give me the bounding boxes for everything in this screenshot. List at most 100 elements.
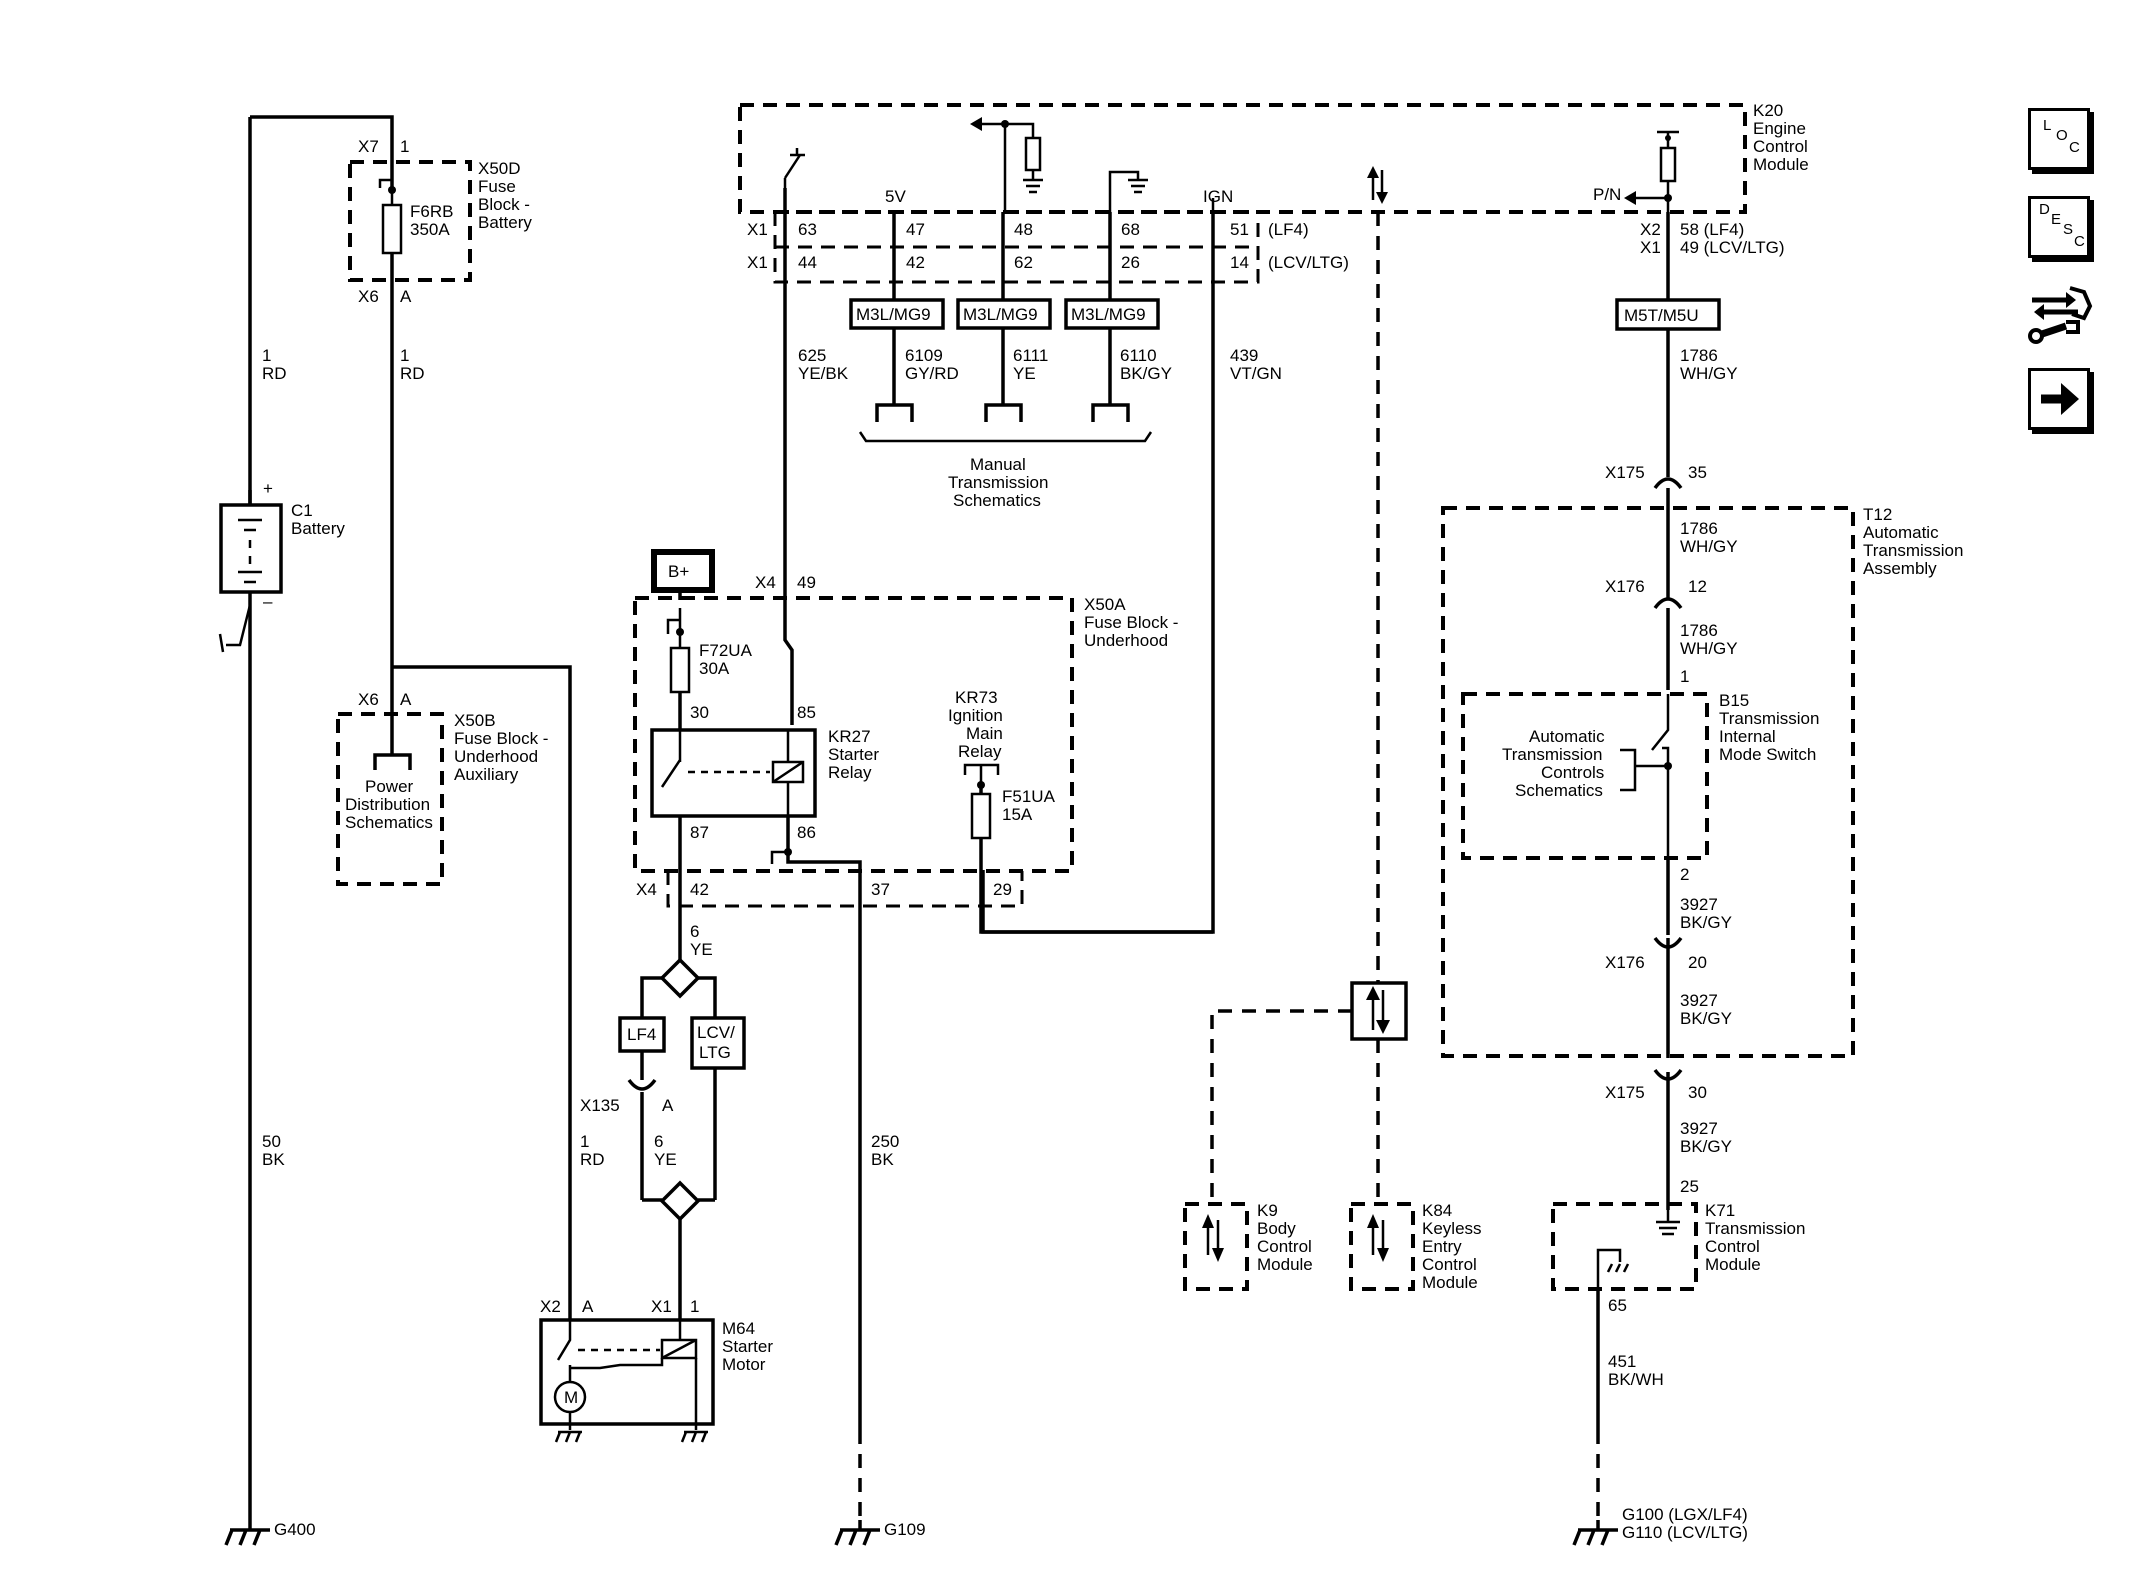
svg-text:X135: X135	[580, 1096, 620, 1115]
svg-text:X1: X1	[1640, 238, 1661, 257]
svg-text:Transmission: Transmission	[1863, 541, 1963, 560]
svg-text:K71: K71	[1705, 1201, 1735, 1220]
ecm-wiring: 625 YE/BK M3L/MG9 M3L/MG9 M3L/MG9 6109 G…	[783, 188, 1408, 1204]
svg-text:Automatic: Automatic	[1529, 727, 1605, 746]
svg-text:1: 1	[262, 346, 271, 365]
svg-text:85: 85	[797, 703, 816, 722]
svg-text:BK/GY: BK/GY	[1680, 1009, 1732, 1028]
svg-text:GY/RD: GY/RD	[905, 364, 959, 383]
svg-text:1786: 1786	[1680, 519, 1718, 538]
svg-text:RD: RD	[580, 1150, 605, 1169]
svg-text:Control: Control	[1257, 1237, 1312, 1256]
svg-text:Control: Control	[1753, 137, 1808, 156]
svg-text:P/N: P/N	[1593, 185, 1621, 204]
svg-text:15A: 15A	[1002, 805, 1033, 824]
svg-text:G100 (LGX/LF4): G100 (LGX/LF4)	[1622, 1505, 1748, 1524]
svg-text:Manual: Manual	[970, 455, 1026, 474]
svg-text:49 (LCV/LTG): 49 (LCV/LTG)	[1680, 238, 1785, 257]
svg-text:Fuse Block -: Fuse Block -	[1084, 613, 1178, 632]
svg-text:Mode Switch: Mode Switch	[1719, 745, 1816, 764]
svg-text:WH/GY: WH/GY	[1680, 537, 1738, 556]
repair-procedures-icon[interactable]	[2026, 278, 2096, 346]
k20-name: Engine	[1753, 119, 1806, 138]
svg-text:A: A	[662, 1096, 674, 1115]
svg-text:X7: X7	[358, 137, 379, 156]
tag-m3l-1	[849, 298, 945, 330]
svg-text:Assembly: Assembly	[1863, 559, 1937, 578]
svg-text:87: 87	[690, 823, 709, 842]
svg-text:B+: B+	[668, 562, 689, 581]
svg-text:YE/BK: YE/BK	[798, 364, 849, 383]
svg-text:F6RB: F6RB	[410, 202, 453, 221]
svg-text:49: 49	[797, 573, 816, 592]
svg-text:X6: X6	[358, 287, 379, 306]
svg-text:Controls: Controls	[1541, 763, 1604, 782]
svg-text:1: 1	[1680, 667, 1689, 686]
svg-text:3927: 3927	[1680, 1119, 1718, 1138]
svg-text:Relay: Relay	[828, 763, 872, 782]
svg-text:Block -: Block -	[478, 195, 530, 214]
battery-circuit: X7 1 X50D Fuse Block - Battery F6RB 350A…	[218, 115, 532, 1546]
svg-text:63: 63	[798, 220, 817, 239]
svg-text:Transmission: Transmission	[948, 473, 1048, 492]
svg-text:Body: Body	[1257, 1219, 1296, 1238]
svg-text:Schematics: Schematics	[953, 491, 1041, 510]
svg-text:29: 29	[993, 880, 1012, 899]
svg-text:58 (LF4): 58 (LF4)	[1680, 220, 1744, 239]
svg-text:Distribution: Distribution	[345, 795, 430, 814]
svg-text:50: 50	[262, 1132, 281, 1151]
svg-text:Module: Module	[1753, 155, 1809, 174]
svg-text:Main: Main	[966, 724, 1003, 743]
k20-ref: K20	[1753, 101, 1783, 120]
svg-text:62: 62	[1014, 253, 1033, 272]
svg-text:Fuse: Fuse	[478, 177, 516, 196]
desc-letter-d: D	[2039, 201, 2050, 218]
svg-text:LTG: LTG	[699, 1043, 731, 1062]
svg-text:Ignition: Ignition	[948, 706, 1003, 725]
svg-text:X2: X2	[540, 1297, 561, 1316]
svg-text:2: 2	[1680, 865, 1689, 884]
svg-text:C1: C1	[291, 501, 313, 520]
svg-text:X50D: X50D	[478, 159, 521, 178]
tag-m3l-2	[956, 298, 1052, 330]
svg-text:Motor: Motor	[722, 1355, 766, 1374]
svg-text:M: M	[564, 1388, 578, 1407]
svg-text:G109: G109	[884, 1520, 926, 1539]
svg-text:Fuse Block -: Fuse Block -	[454, 729, 548, 748]
svg-text:625: 625	[798, 346, 826, 365]
svg-text:Automatic: Automatic	[1863, 523, 1939, 542]
svg-text:KR27: KR27	[828, 727, 871, 746]
starter-circuit: LF4 LCV/ LTG X135 A 6 YE X2 A X1 1 M64 S…	[539, 930, 926, 1546]
svg-text:A: A	[400, 287, 412, 306]
svg-text:X175: X175	[1605, 463, 1645, 482]
svg-text:86: 86	[797, 823, 816, 842]
control-modules: K9 Body Control Module K84 Keyless Entry…	[1183, 1201, 1805, 1546]
svg-text:Battery: Battery	[291, 519, 345, 538]
svg-text:47: 47	[906, 220, 925, 239]
svg-text:YE: YE	[654, 1150, 677, 1169]
location-view-button[interactable]: L O C	[2028, 108, 2090, 170]
svg-text:Keyless: Keyless	[1422, 1219, 1482, 1238]
svg-text:G400: G400	[274, 1520, 316, 1539]
tag-m3l-3	[1064, 298, 1160, 330]
svg-text:A: A	[582, 1297, 594, 1316]
svg-text:X50B: X50B	[454, 711, 496, 730]
svg-text:Starter: Starter	[828, 745, 879, 764]
svg-text:K9: K9	[1257, 1201, 1278, 1220]
svg-text:F51UA: F51UA	[1002, 787, 1056, 806]
svg-text:BK/GY: BK/GY	[1680, 913, 1732, 932]
svg-text:X4: X4	[636, 880, 657, 899]
svg-text:Transmission: Transmission	[1502, 745, 1602, 764]
svg-text:14: 14	[1230, 253, 1249, 272]
desc-letter-e: E	[2051, 211, 2062, 228]
tag-lcv	[690, 1016, 746, 1070]
svg-text:M3L/MG9: M3L/MG9	[856, 305, 931, 324]
svg-text:Relay: Relay	[958, 742, 1002, 761]
svg-text:(LF4): (LF4)	[1268, 220, 1309, 239]
svg-text:30: 30	[690, 703, 709, 722]
svg-text:30: 30	[1688, 1083, 1707, 1102]
svg-text:Starter: Starter	[722, 1337, 773, 1356]
svg-text:350A: 350A	[410, 220, 450, 239]
description-view-button[interactable]: D E S C	[2028, 196, 2090, 258]
next-page-button[interactable]	[2028, 368, 2090, 430]
